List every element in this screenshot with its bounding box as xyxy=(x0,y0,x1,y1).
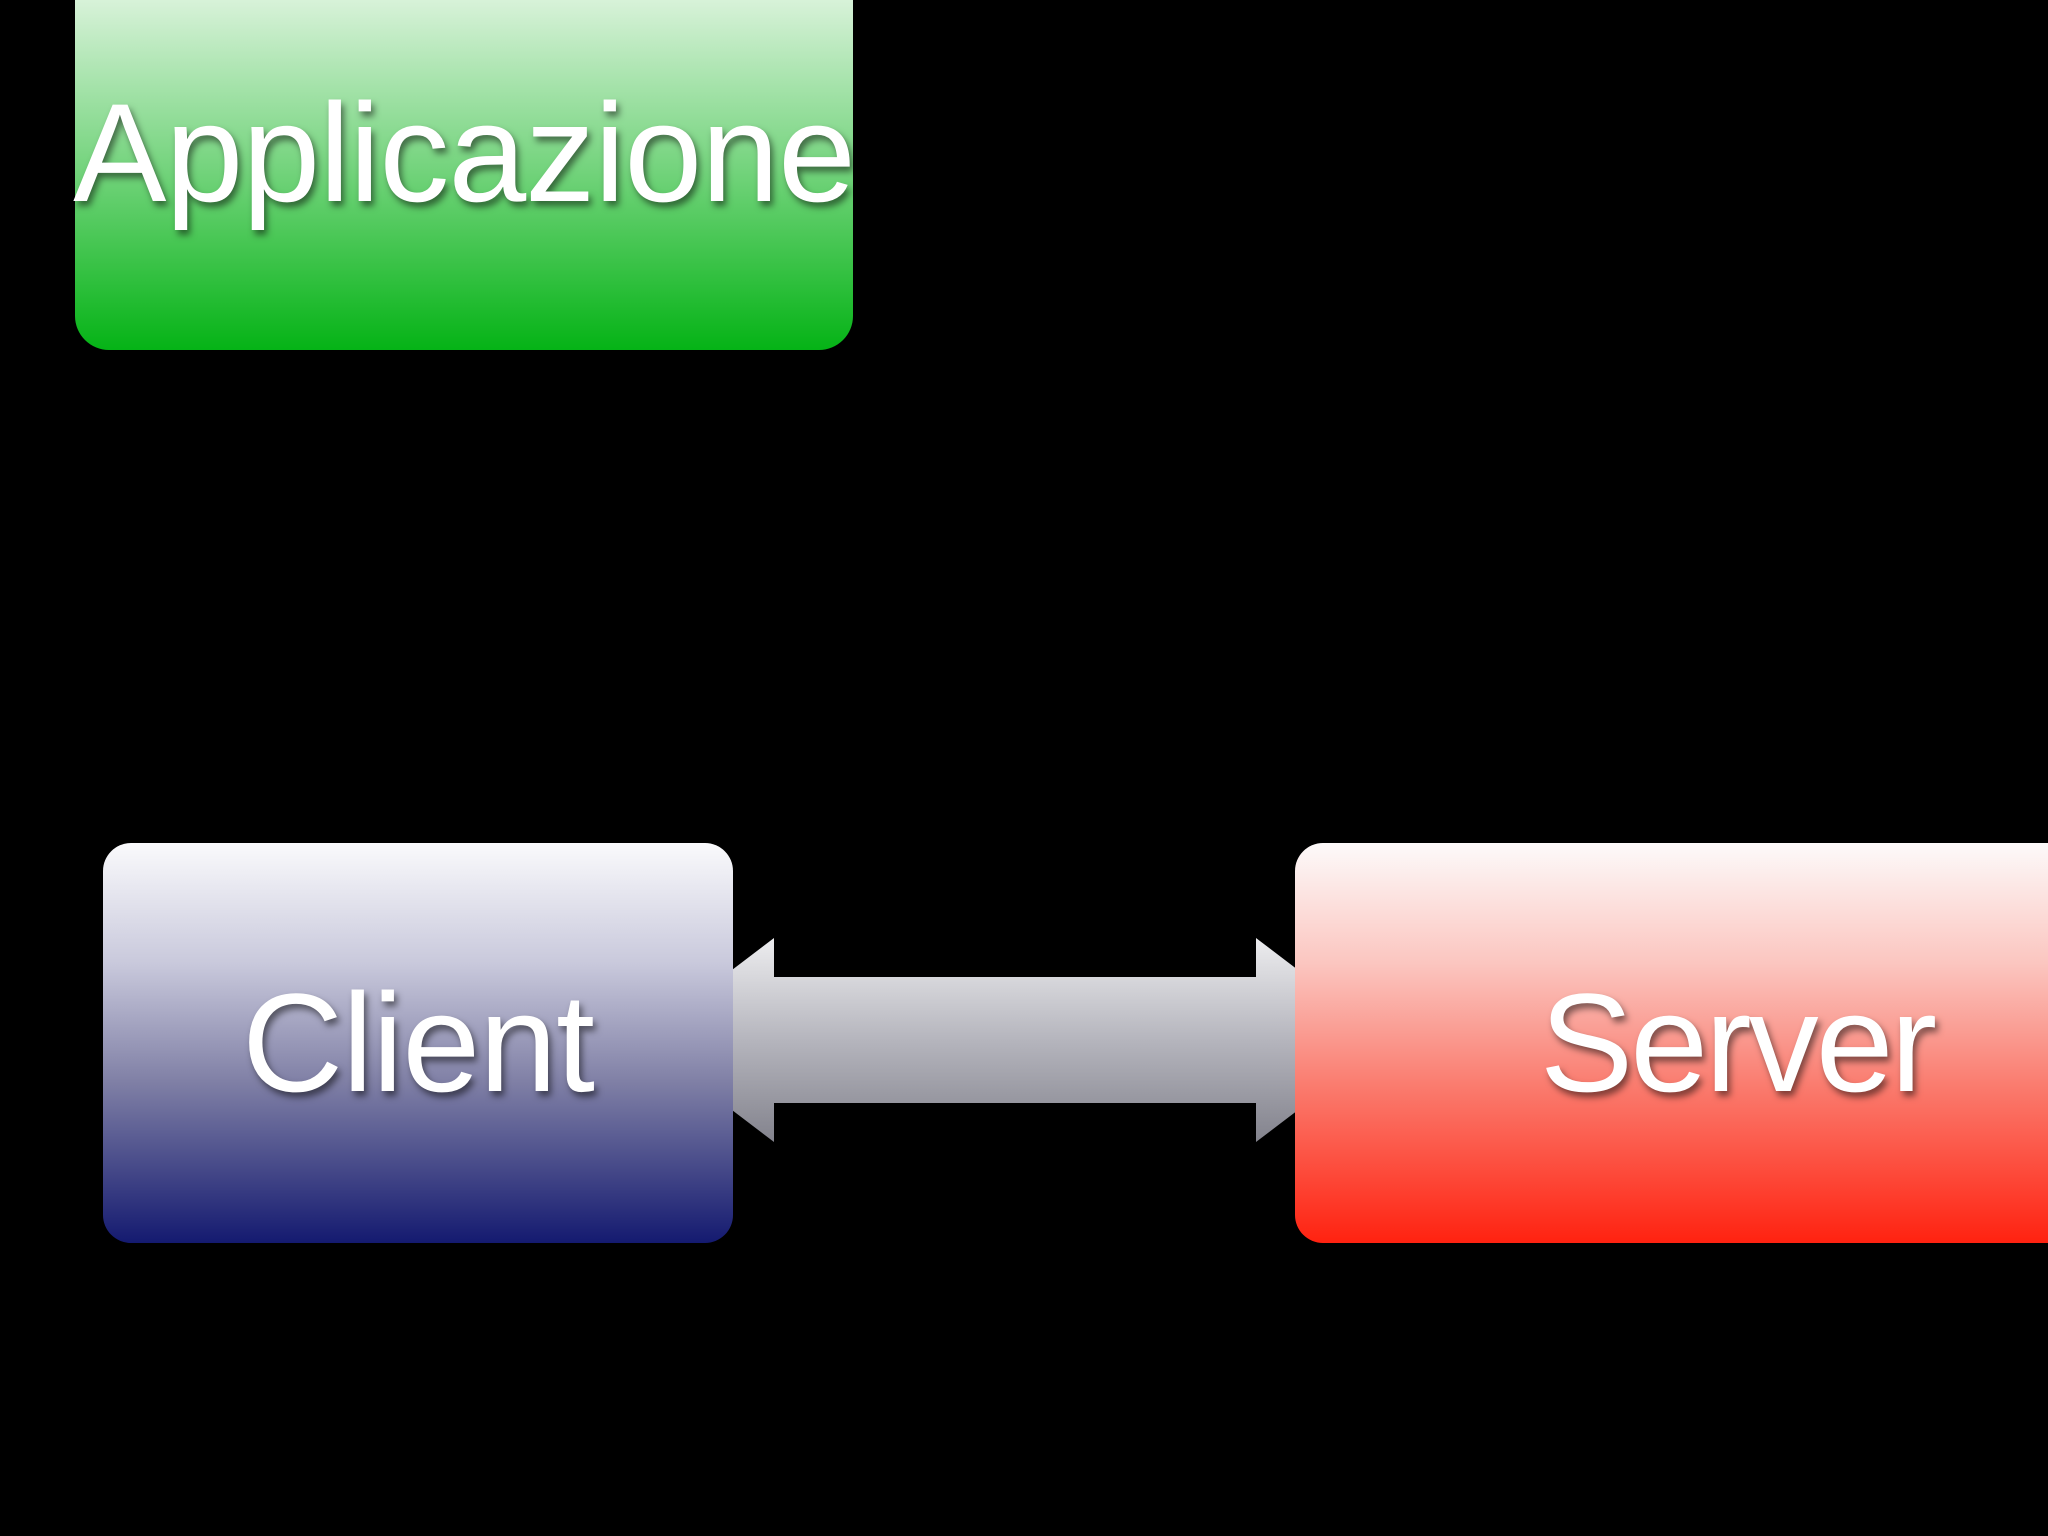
node-client: Client xyxy=(103,843,733,1243)
node-server-label: Server xyxy=(1539,964,1937,1121)
node-applicazione: Applicazione xyxy=(73,0,856,350)
node-applicazione-label: Applicazione xyxy=(73,73,856,231)
node-client-label: Client xyxy=(242,964,595,1121)
node-server: Server xyxy=(1295,843,2048,1243)
double-arrow-shape xyxy=(640,938,1390,1142)
